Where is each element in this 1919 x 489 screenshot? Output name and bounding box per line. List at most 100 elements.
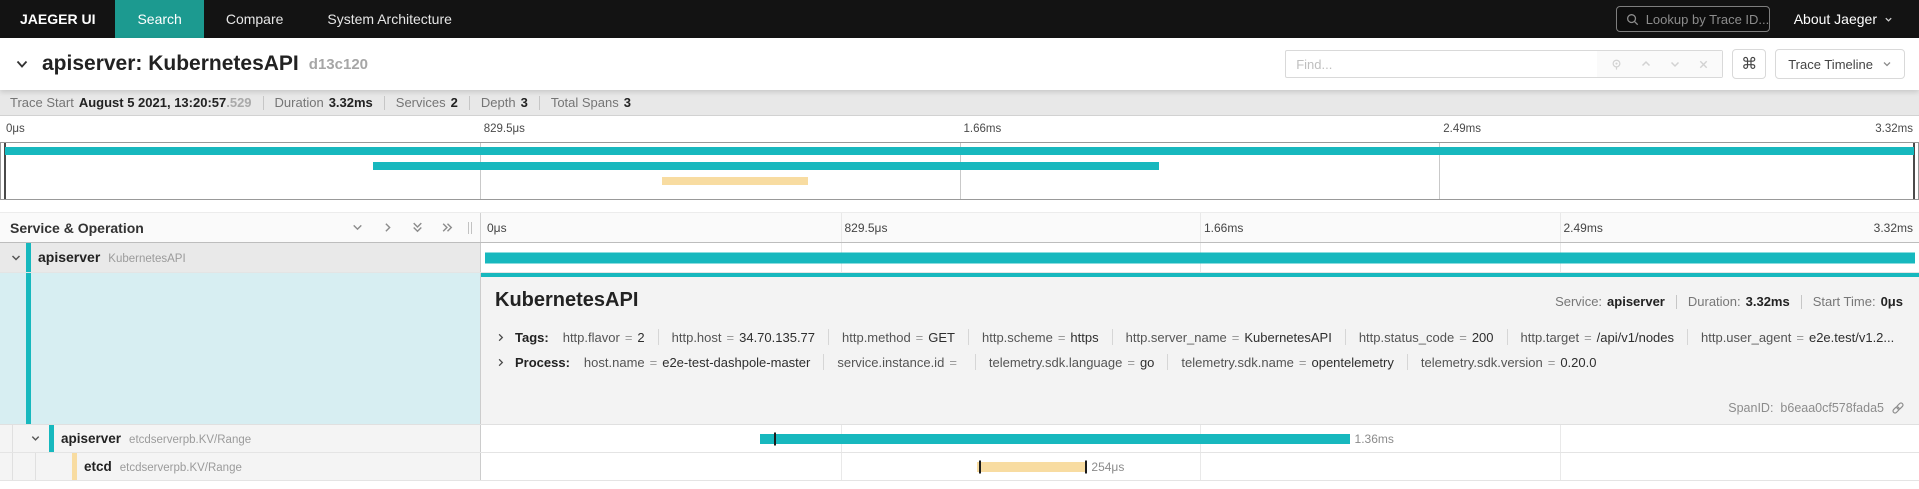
find-input[interactable]: Find... [1296, 56, 1333, 72]
minimap-gridline [1438, 143, 1440, 199]
nav-spacer [474, 0, 1616, 38]
trace-id-lookup-input[interactable]: Lookup by Trace ID... [1615, 6, 1770, 32]
key-value-pair: http.user_agent=e2e.test/v1.2... [1701, 329, 1895, 345]
span-name-text: etcd etcdserverpb.KV/Range [0, 458, 242, 476]
divider [1506, 329, 1508, 345]
tags-label: Tags: [515, 329, 549, 345]
spacer [0, 200, 1919, 212]
span-timeline-cell[interactable]: 1.36ms [481, 425, 1919, 452]
viewport-scrubber-right[interactable] [1913, 143, 1915, 199]
span-row-etcd-range[interactable]: etcd etcdserverpb.KV/Range 254μs [0, 453, 1919, 481]
span-bar[interactable] [977, 461, 1087, 472]
viewport-scrubber-left[interactable] [4, 143, 6, 199]
collapse-one-icon[interactable] [351, 221, 364, 234]
trace-controls: Find... ⌘ Trac [1285, 49, 1905, 79]
start-time-label: Start Time: [1812, 294, 1876, 309]
span-timeline-cell[interactable] [481, 243, 1919, 272]
trace-summary-bar: Trace Start August 5 2021, 13:20:57.529 … [0, 90, 1919, 116]
keyboard-shortcuts-button[interactable]: ⌘ [1732, 49, 1767, 79]
chevron-right-icon [495, 332, 506, 343]
nav-item-compare[interactable]: Compare [225, 11, 284, 27]
span-duration-label: 254μs [1091, 459, 1125, 474]
process-label: Process: [515, 354, 570, 370]
find-group: Find... [1285, 50, 1724, 78]
find-result-controls [1597, 51, 1723, 77]
span-detail-operation: KubernetesAPI [495, 289, 639, 311]
trace-view-selector[interactable]: Trace Timeline [1775, 49, 1905, 79]
service-name: etcd [84, 458, 112, 474]
column-resize-handle[interactable] [468, 221, 472, 234]
span-event-mark [774, 432, 777, 445]
span-bar[interactable] [759, 433, 1350, 444]
divider [1800, 294, 1802, 309]
trace-titlebar: apiserver: KubernetesAPI d13c120 Find... [0, 38, 1919, 90]
span-id-label: SpanID: [1728, 401, 1774, 415]
trace-start-ms: .529 [226, 95, 252, 110]
depth-label: Depth [480, 95, 516, 110]
operation-name: etcdserverpb.KV/Range [119, 461, 242, 474]
span-detail-left-column [0, 273, 481, 424]
trace-id-lookup-placeholder: Lookup by Trace ID... [1645, 11, 1770, 27]
service-label: Service: [1555, 294, 1603, 309]
chevron-right-icon [495, 357, 506, 368]
tick-label: 829.5μs [483, 123, 525, 135]
collapse-all-icon[interactable] [411, 221, 424, 234]
span-name-cell[interactable]: etcd etcdserverpb.KV/Range [0, 453, 481, 480]
service-value: apiserver [1607, 294, 1665, 309]
span-bar[interactable] [485, 252, 1915, 263]
collapse-children-icon[interactable] [30, 433, 41, 444]
tick-label: 0μs [487, 221, 507, 235]
divider [538, 95, 540, 110]
service-name: apiserver [61, 430, 122, 446]
span-row-apiserver-etcd-range[interactable]: apiserver etcdserverpb.KV/Range 1.36ms [0, 425, 1919, 453]
tree-controls [351, 221, 454, 234]
key-value-pair: http.flavor=2 [562, 329, 645, 345]
depth-value: 3 [520, 95, 528, 110]
span-timeline-cell[interactable]: 254μs [481, 453, 1919, 480]
nav-item-search[interactable]: Search [115, 0, 204, 38]
divider [657, 329, 659, 345]
duration-value: 3.32ms [328, 95, 373, 110]
tree-guide [12, 425, 13, 452]
row-gridline [1200, 453, 1201, 480]
services-label: Services [395, 95, 446, 110]
expand-one-icon[interactable] [381, 221, 394, 234]
about-jaeger-label: About Jaeger [1793, 11, 1877, 27]
prev-result-icon[interactable] [1640, 58, 1652, 70]
minimap-gridline [480, 143, 482, 199]
about-jaeger-menu[interactable]: About Jaeger [1794, 11, 1893, 27]
header-gridline [840, 213, 842, 242]
key-value-pair: telemetry.sdk.version=0.20.0 [1420, 354, 1597, 370]
span-name-cell[interactable]: apiserver etcdserverpb.KV/Range [0, 425, 481, 452]
tree-guide [12, 453, 13, 480]
collapse-children-icon[interactable] [10, 252, 22, 264]
trace-minimap[interactable] [0, 142, 1919, 200]
focus-span-icon[interactable] [1610, 58, 1623, 71]
tick-label: 3.32ms [1873, 221, 1913, 235]
minimap-gridline [959, 143, 961, 199]
expand-all-icon[interactable] [441, 221, 454, 234]
span-event-mark [978, 460, 981, 473]
minimap-span-bar [372, 162, 1159, 170]
divider [1675, 294, 1677, 309]
top-nav: JAEGER UI Search Compare System Architec… [0, 0, 1919, 38]
next-result-icon[interactable] [1669, 58, 1681, 70]
app-logo[interactable]: JAEGER UI [20, 11, 96, 27]
divider [1406, 354, 1408, 370]
operation-name: etcdserverpb.KV/Range [129, 433, 252, 446]
operation-name: KubernetesAPI [108, 252, 186, 265]
copy-link-icon[interactable] [1891, 401, 1905, 415]
collapse-trace-header-icon[interactable] [14, 56, 30, 72]
span-detail-title-row: KubernetesAPI Service: apiserver Duratio… [495, 289, 1903, 312]
process-row[interactable]: Process: host.name=e2e-test-dashpole-mas… [495, 354, 1903, 370]
clear-find-icon[interactable] [1698, 59, 1709, 70]
span-event-mark [1084, 460, 1087, 473]
nav-item-system-architecture[interactable]: System Architecture [327, 11, 452, 27]
